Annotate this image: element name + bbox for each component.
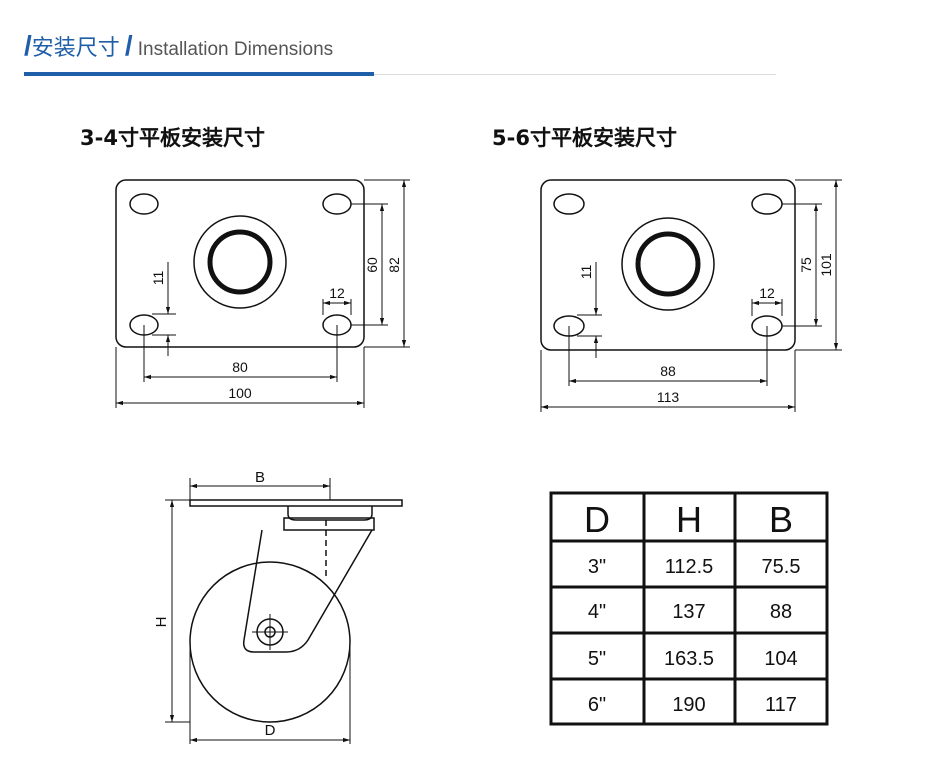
size-table: D H B 3" 112.5 75.5 4" 137 88 5" 163.5 104 6" 190 117 [549, 491, 829, 726]
table-cell: 117 [765, 694, 797, 716]
plate-large-hole-tr [751, 193, 783, 215]
plate-small-hole-tr [322, 193, 352, 215]
header-divider [24, 74, 776, 75]
plate-small-title: 3-4寸平板安装尺寸 [80, 126, 265, 150]
plate-large-dim-hole-width: 12 [759, 285, 775, 301]
table-cell: 190 [672, 694, 705, 716]
header-title-cn: 安装尺寸 [31, 36, 120, 61]
plate-small-outline [115, 179, 365, 348]
header-title-en: Installation Dimensions [137, 39, 334, 60]
plate-small-dim-hole-height: 11 [150, 271, 166, 286]
table-cell: 104 [764, 648, 797, 670]
plate-large-dim-outer-width: 113 [657, 389, 680, 405]
plate-small-dim-outer-width: 100 [228, 385, 252, 401]
table-header-h: H [676, 499, 702, 540]
caster-side-view [165, 478, 403, 744]
header-slash-2: / [124, 30, 133, 61]
header-accent-bar [24, 72, 374, 76]
plate-large-outline [540, 179, 796, 351]
table-header-b: B [769, 499, 793, 540]
table-cell: 75.5 [762, 556, 801, 578]
plate-small-ring-inner [207, 229, 273, 295]
caster-swivel-ring [283, 517, 375, 531]
caster-swivel-head [287, 506, 373, 521]
caster-label-d: D [265, 722, 276, 739]
table-cell: 137 [672, 601, 705, 623]
plate-small-drawing [115, 179, 410, 408]
plate-small-ring-outer [193, 215, 287, 309]
caster-fork [242, 529, 373, 653]
section-header: /安装尺寸 / Installation Dimensions [24, 30, 776, 70]
plate-large-ring-outer [621, 217, 715, 311]
plate-large-drawing [540, 179, 842, 412]
table-cell: 6" [588, 694, 606, 716]
plate-large-dim-inner-height: 75 [798, 257, 814, 273]
table-cell: 4" [588, 601, 606, 623]
plate-small-dim-hole-width: 12 [329, 285, 345, 301]
plate-small-dim-inner-height: 60 [364, 257, 380, 273]
table-cell: 3" [588, 556, 606, 578]
plate-small-dim-outer-height: 82 [386, 257, 402, 273]
plate-large-dim-hole-height: 11 [578, 265, 594, 280]
table-header-d: D [584, 499, 610, 540]
header-slash: / [24, 30, 32, 61]
caster-label-b: B [255, 469, 265, 486]
caster-label-h: H [153, 617, 170, 628]
table-cell: 112.5 [665, 556, 714, 578]
plate-large-ring-inner [635, 231, 701, 297]
plate-large-dim-outer-height: 101 [818, 253, 834, 277]
table-cell: 5" [588, 648, 606, 670]
plate-large-dim-inner-width: 88 [660, 363, 676, 379]
plate-large-hole-tl [553, 193, 585, 215]
caster-top-plate [189, 499, 403, 507]
plate-large-title: 5-6寸平板安装尺寸 [492, 126, 677, 150]
table-cell: 88 [770, 601, 792, 623]
table-cell: 163.5 [664, 648, 714, 670]
plate-small-dim-inner-width: 80 [232, 359, 248, 375]
plate-small-hole-tl [129, 193, 159, 215]
